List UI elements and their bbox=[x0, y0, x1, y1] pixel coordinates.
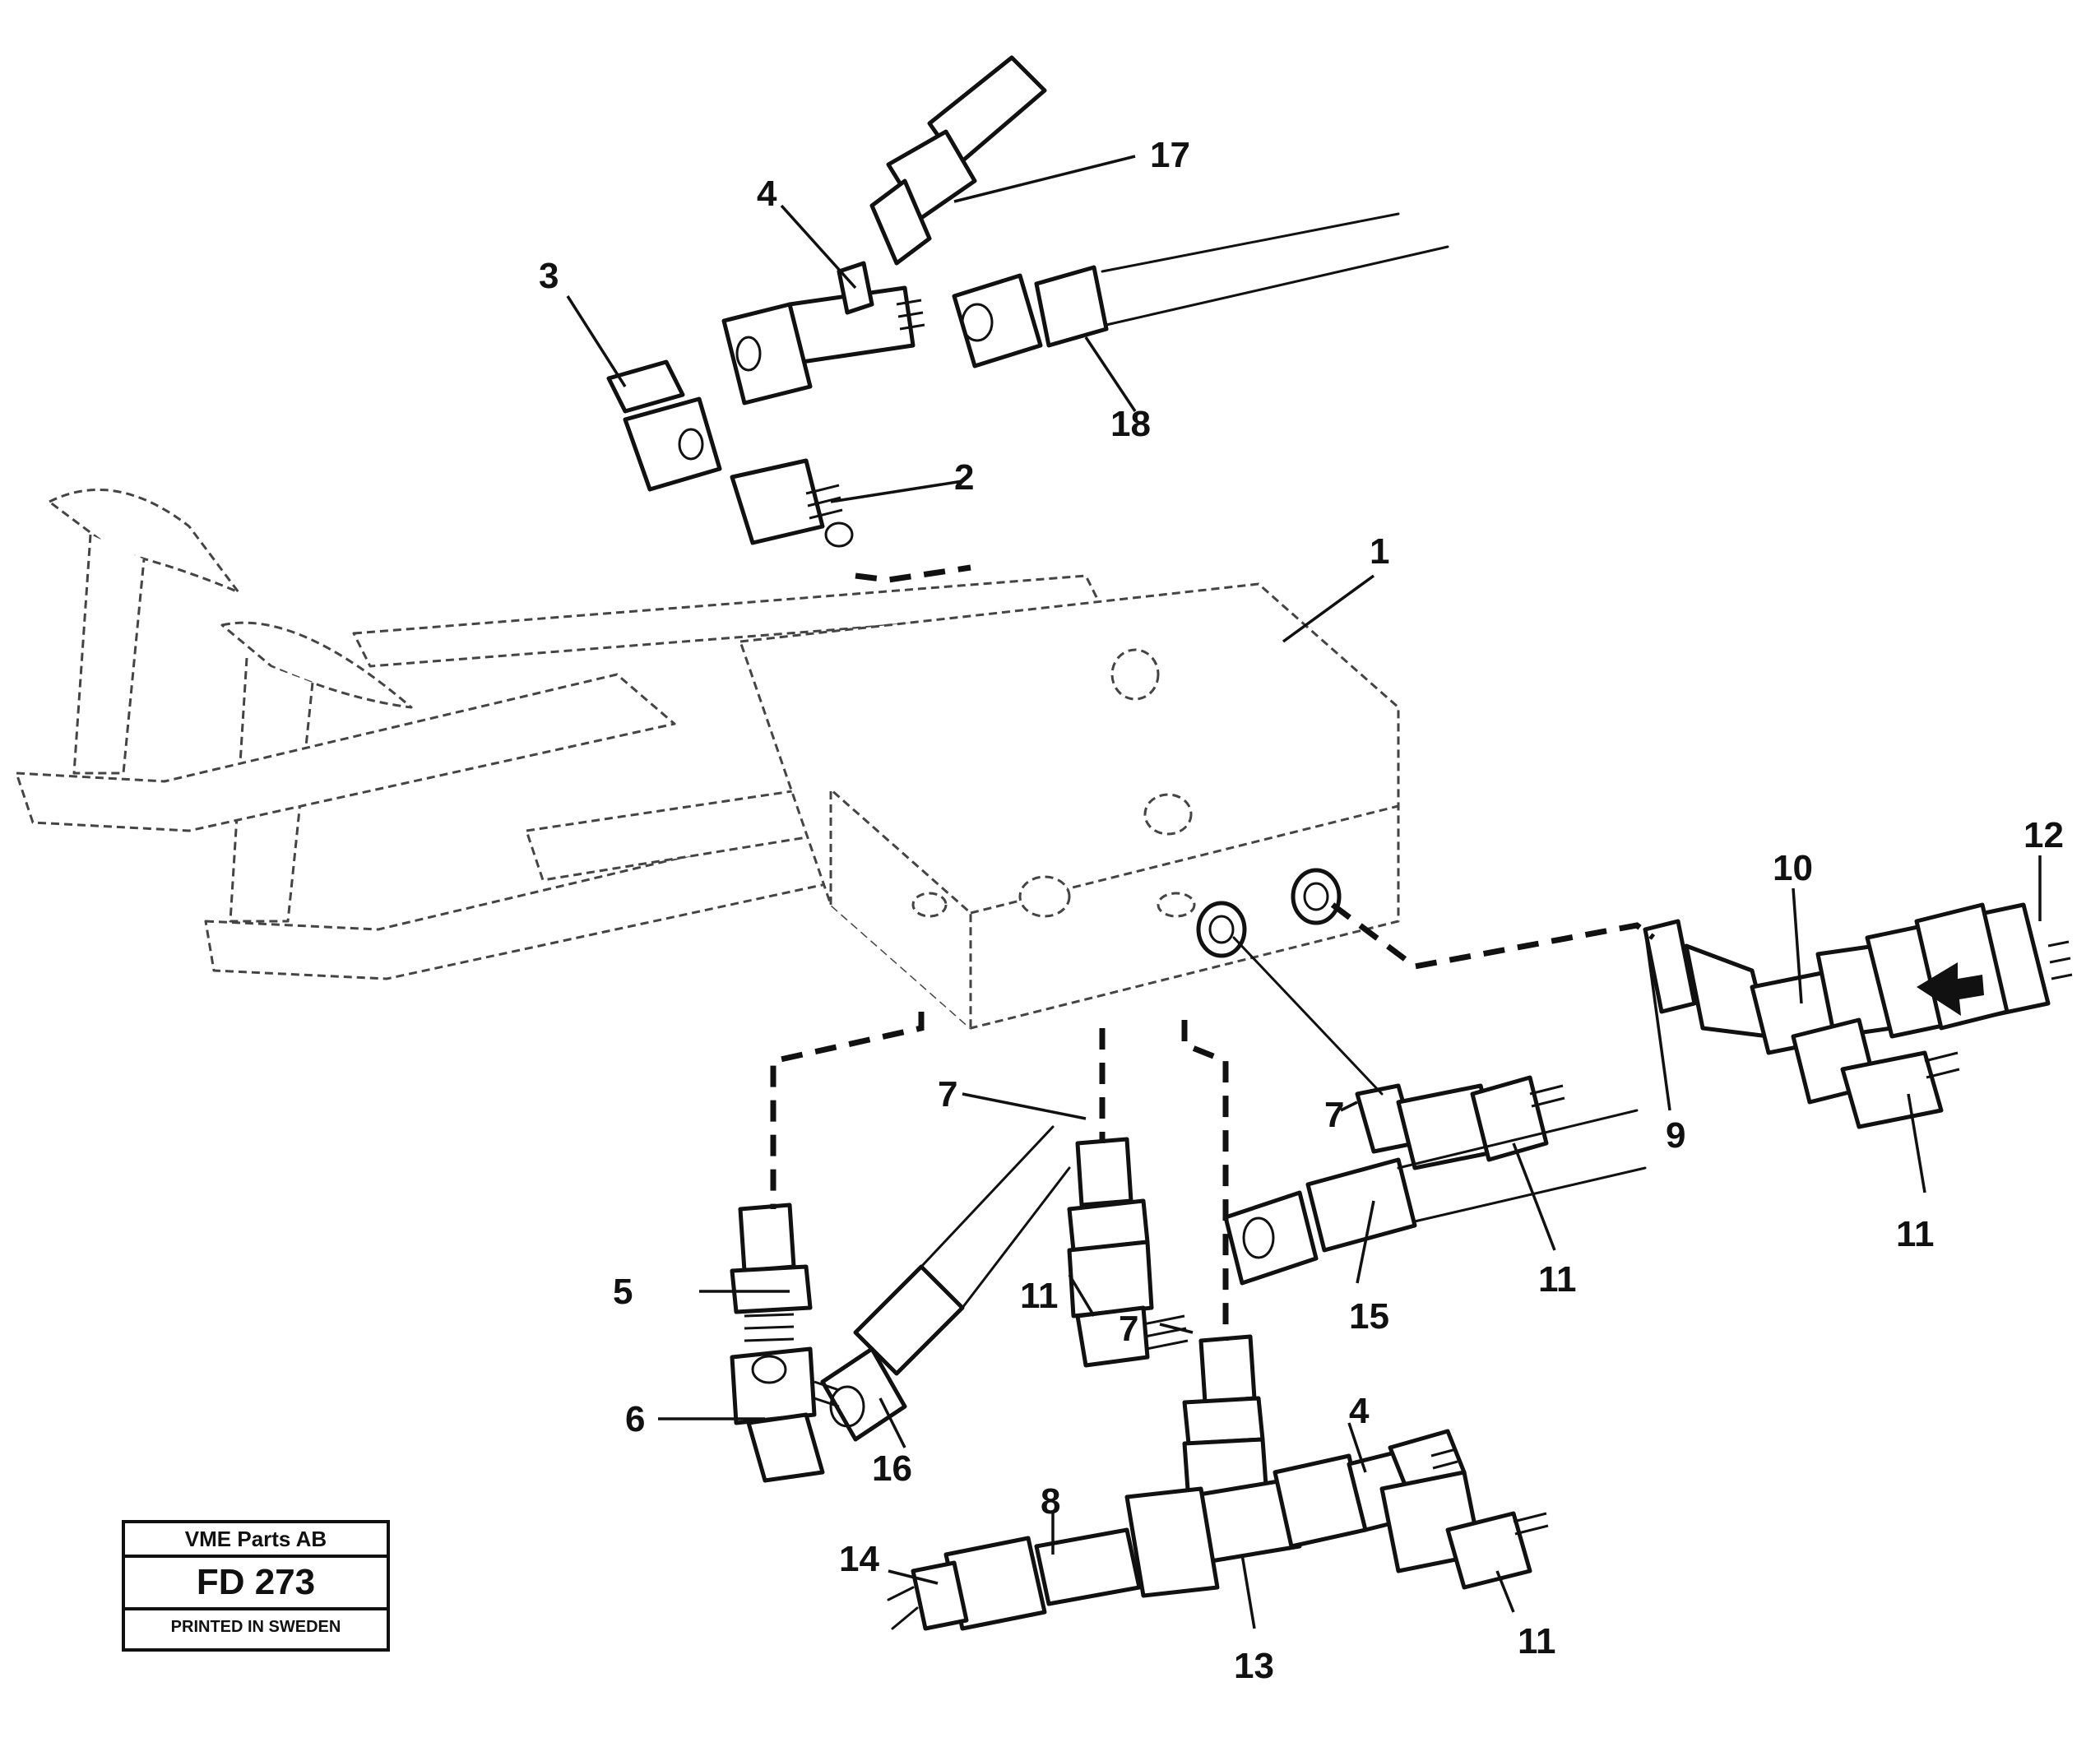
drawing-code: FD 273 bbox=[125, 1558, 387, 1610]
callout-13: 13 bbox=[1234, 1646, 1274, 1686]
callout-8: 8 bbox=[1041, 1481, 1060, 1522]
callout-7-right: 7 bbox=[1324, 1095, 1344, 1135]
printed-note: PRINTED IN SWEDEN bbox=[170, 1618, 341, 1636]
callout-3: 3 bbox=[539, 256, 559, 296]
hose-15 bbox=[1223, 1109, 1647, 1286]
title-block: VME Parts AB FD 273 PRINTED IN SWEDEN bbox=[122, 1520, 390, 1652]
fitting-7-bottom bbox=[1182, 1334, 1269, 1504]
hose-17 bbox=[869, 55, 1047, 266]
tee-fitting-top bbox=[721, 261, 925, 405]
callout-11-center: 11 bbox=[1020, 1276, 1059, 1316]
elbow-fitting-11-center bbox=[1075, 1305, 1189, 1368]
callout-11-mid: 11 bbox=[1538, 1259, 1577, 1300]
hose-18 bbox=[952, 212, 1449, 368]
callout-18: 18 bbox=[1110, 404, 1151, 444]
callout-5: 5 bbox=[613, 1272, 633, 1312]
dashed-connections bbox=[770, 564, 1656, 1341]
callout-4-bottom: 4 bbox=[1349, 1391, 1370, 1431]
tee-fitting-13 bbox=[1124, 1453, 1368, 1598]
fitting-2 bbox=[730, 458, 854, 548]
callout-4-top: 4 bbox=[757, 174, 777, 214]
callout-17: 17 bbox=[1150, 135, 1190, 175]
switch-14 bbox=[887, 1536, 1047, 1631]
valve-block bbox=[739, 582, 1400, 1030]
callout-11-bottom: 11 bbox=[1518, 1621, 1556, 1661]
callout-16: 16 bbox=[872, 1448, 912, 1489]
callout-labels: 17 4 3 18 2 1 10 12 9 7 7 11 11 11 15 5 … bbox=[539, 135, 2064, 1686]
elbow-fitting-3 bbox=[606, 359, 722, 492]
fitting-8 bbox=[1034, 1527, 1142, 1606]
callout-1: 1 bbox=[1370, 531, 1389, 572]
callout-14: 14 bbox=[839, 1539, 879, 1579]
elbow-fitting-11-right bbox=[1791, 1017, 1960, 1129]
elbow-fitting-6 bbox=[730, 1346, 840, 1483]
callout-9: 9 bbox=[1666, 1115, 1685, 1156]
leader-lines bbox=[566, 155, 2042, 1629]
fitting-7-mid bbox=[1067, 1137, 1154, 1318]
callout-2: 2 bbox=[954, 457, 974, 498]
fitting-9 bbox=[1643, 919, 1771, 1039]
fitting-5 bbox=[730, 1203, 813, 1342]
callout-11-right: 11 bbox=[1896, 1214, 1935, 1254]
elbow-fitting-11-bottom bbox=[1379, 1470, 1549, 1590]
callout-12: 12 bbox=[2024, 815, 2064, 855]
callout-7-left: 7 bbox=[938, 1074, 957, 1114]
check-valve-12 bbox=[1865, 902, 2073, 1039]
callout-6: 6 bbox=[625, 1399, 645, 1439]
callout-15: 15 bbox=[1349, 1296, 1389, 1337]
callout-10: 10 bbox=[1773, 848, 1813, 888]
elbow-fitting-11-mid bbox=[1470, 1075, 1565, 1162]
company-name: VME Parts AB bbox=[125, 1523, 387, 1558]
hose-16 bbox=[820, 1125, 1071, 1442]
callout-7-bottom: 7 bbox=[1119, 1309, 1138, 1349]
